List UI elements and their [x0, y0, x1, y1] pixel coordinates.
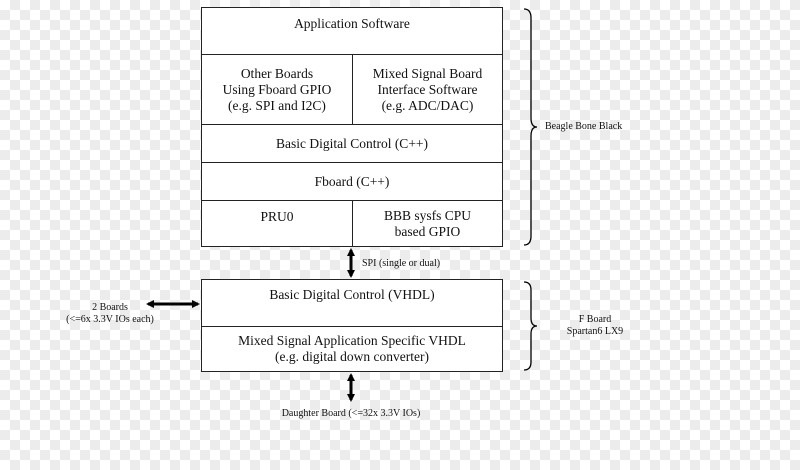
fboard-cpp-box: Fboard (C++): [201, 162, 503, 201]
application-software-box: Application Software: [201, 7, 503, 55]
beagle-bone-black-label: Beagle Bone Black: [545, 121, 623, 132]
bbb-sysfs-gpio-box: BBB sysfs CPU based GPIO: [352, 200, 503, 247]
beagle-bone-brace: [523, 8, 538, 246]
mixed-signal-vhdl-box: Mixed Signal Application Specific VHDL (…: [201, 326, 503, 372]
mixed-signal-board-interface-box: Mixed Signal Board Interface Software (e…: [352, 54, 503, 125]
f-board-label: F Board Spartan6 LX9: [566, 314, 624, 337]
spi-label: SPI (single or dual): [362, 258, 441, 269]
pru0-box: PRU0: [201, 200, 353, 247]
two-boards-label: 2 Boards (<=6x 3.3V IOs each): [66, 302, 154, 325]
daughter-board-label: Daughter Board (<=32x 3.3V IOs): [281, 408, 421, 419]
f-board-brace: [523, 281, 538, 371]
